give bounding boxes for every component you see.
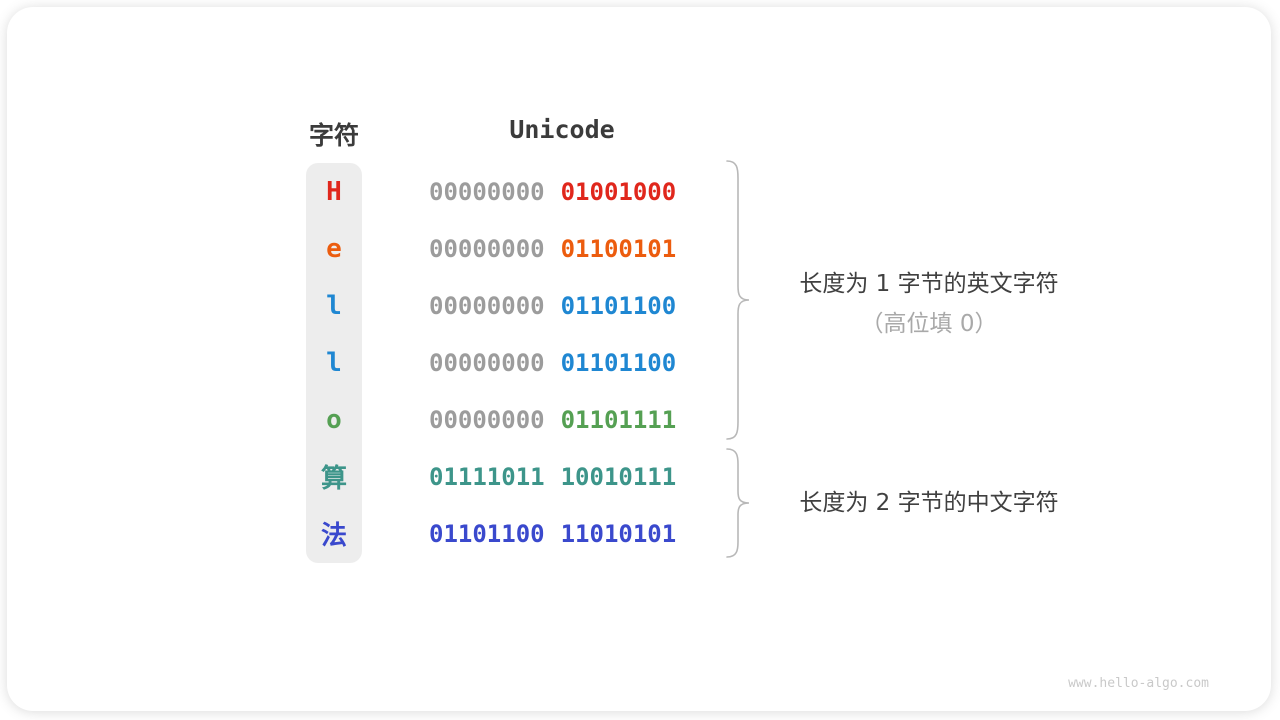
annotation-line: 长度为 2 字节的中文字符 [799, 490, 1059, 516]
char-cell: H [326, 176, 342, 207]
byte-high: 00000000 [429, 291, 545, 320]
annotation-line-muted: （高位填 0） [860, 311, 998, 337]
char-cell: o [326, 404, 342, 435]
encoding-table: H 00000000 01001000 e 00000000 01100101 l … [306, 163, 686, 562]
byte-high: 00000000 [429, 405, 545, 434]
byte-low: 01101100 [560, 348, 677, 377]
byte-low: 10010111 [560, 462, 677, 491]
brace-english-group [726, 160, 750, 440]
byte-low: 01001000 [560, 177, 677, 206]
brace-chinese-group [726, 448, 750, 558]
byte-low: 11010101 [560, 519, 677, 548]
char-cell: 法 [320, 521, 347, 551]
unicode-bytes: 00000000 01101111 [429, 406, 676, 434]
annotation-chinese-group: 长度为 2 字节的中文字符 [763, 483, 1095, 523]
byte-low: 01101100 [560, 291, 677, 320]
unicode-bytes: 01111011 10010111 [429, 463, 676, 491]
unicode-bytes: 01101100 11010101 [429, 520, 676, 548]
column-header-char: 字符 [308, 121, 359, 150]
table-row: o 00000000 01101111 [306, 391, 686, 448]
byte-low: 01100101 [560, 234, 677, 263]
byte-high: 00000000 [429, 177, 545, 206]
table-row: H 00000000 01001000 [306, 163, 686, 220]
annotation-line: 长度为 1 字节的英文字符 [799, 271, 1059, 297]
char-cell: l [326, 290, 342, 321]
char-cell: l [326, 347, 342, 378]
byte-high: 01111011 [429, 462, 545, 491]
annotation-english-group: 长度为 1 字节的英文字符 （高位填 0） [763, 264, 1095, 344]
unicode-bytes: 00000000 01100101 [429, 235, 676, 263]
diagram-card [7, 7, 1271, 711]
char-cell: e [326, 233, 342, 264]
table-row: 算 01111011 10010111 [306, 448, 686, 505]
unicode-bytes: 00000000 01001000 [429, 178, 676, 206]
byte-high: 00000000 [429, 234, 545, 263]
table-row: l 00000000 01101100 [306, 277, 686, 334]
byte-high: 00000000 [429, 348, 545, 377]
table-row: 法 01101100 11010101 [306, 505, 686, 562]
column-header-unicode: Unicode [509, 115, 615, 144]
table-row: e 00000000 01100101 [306, 220, 686, 277]
char-cell: 算 [320, 464, 347, 494]
unicode-bytes: 00000000 01101100 [429, 349, 676, 377]
table-row: l 00000000 01101100 [306, 334, 686, 391]
byte-high: 01101100 [429, 519, 545, 548]
unicode-bytes: 00000000 01101100 [429, 292, 676, 320]
byte-low: 01101111 [560, 405, 677, 434]
char-column-background [306, 163, 362, 563]
watermark-url: www.hello-algo.com [1068, 676, 1209, 691]
